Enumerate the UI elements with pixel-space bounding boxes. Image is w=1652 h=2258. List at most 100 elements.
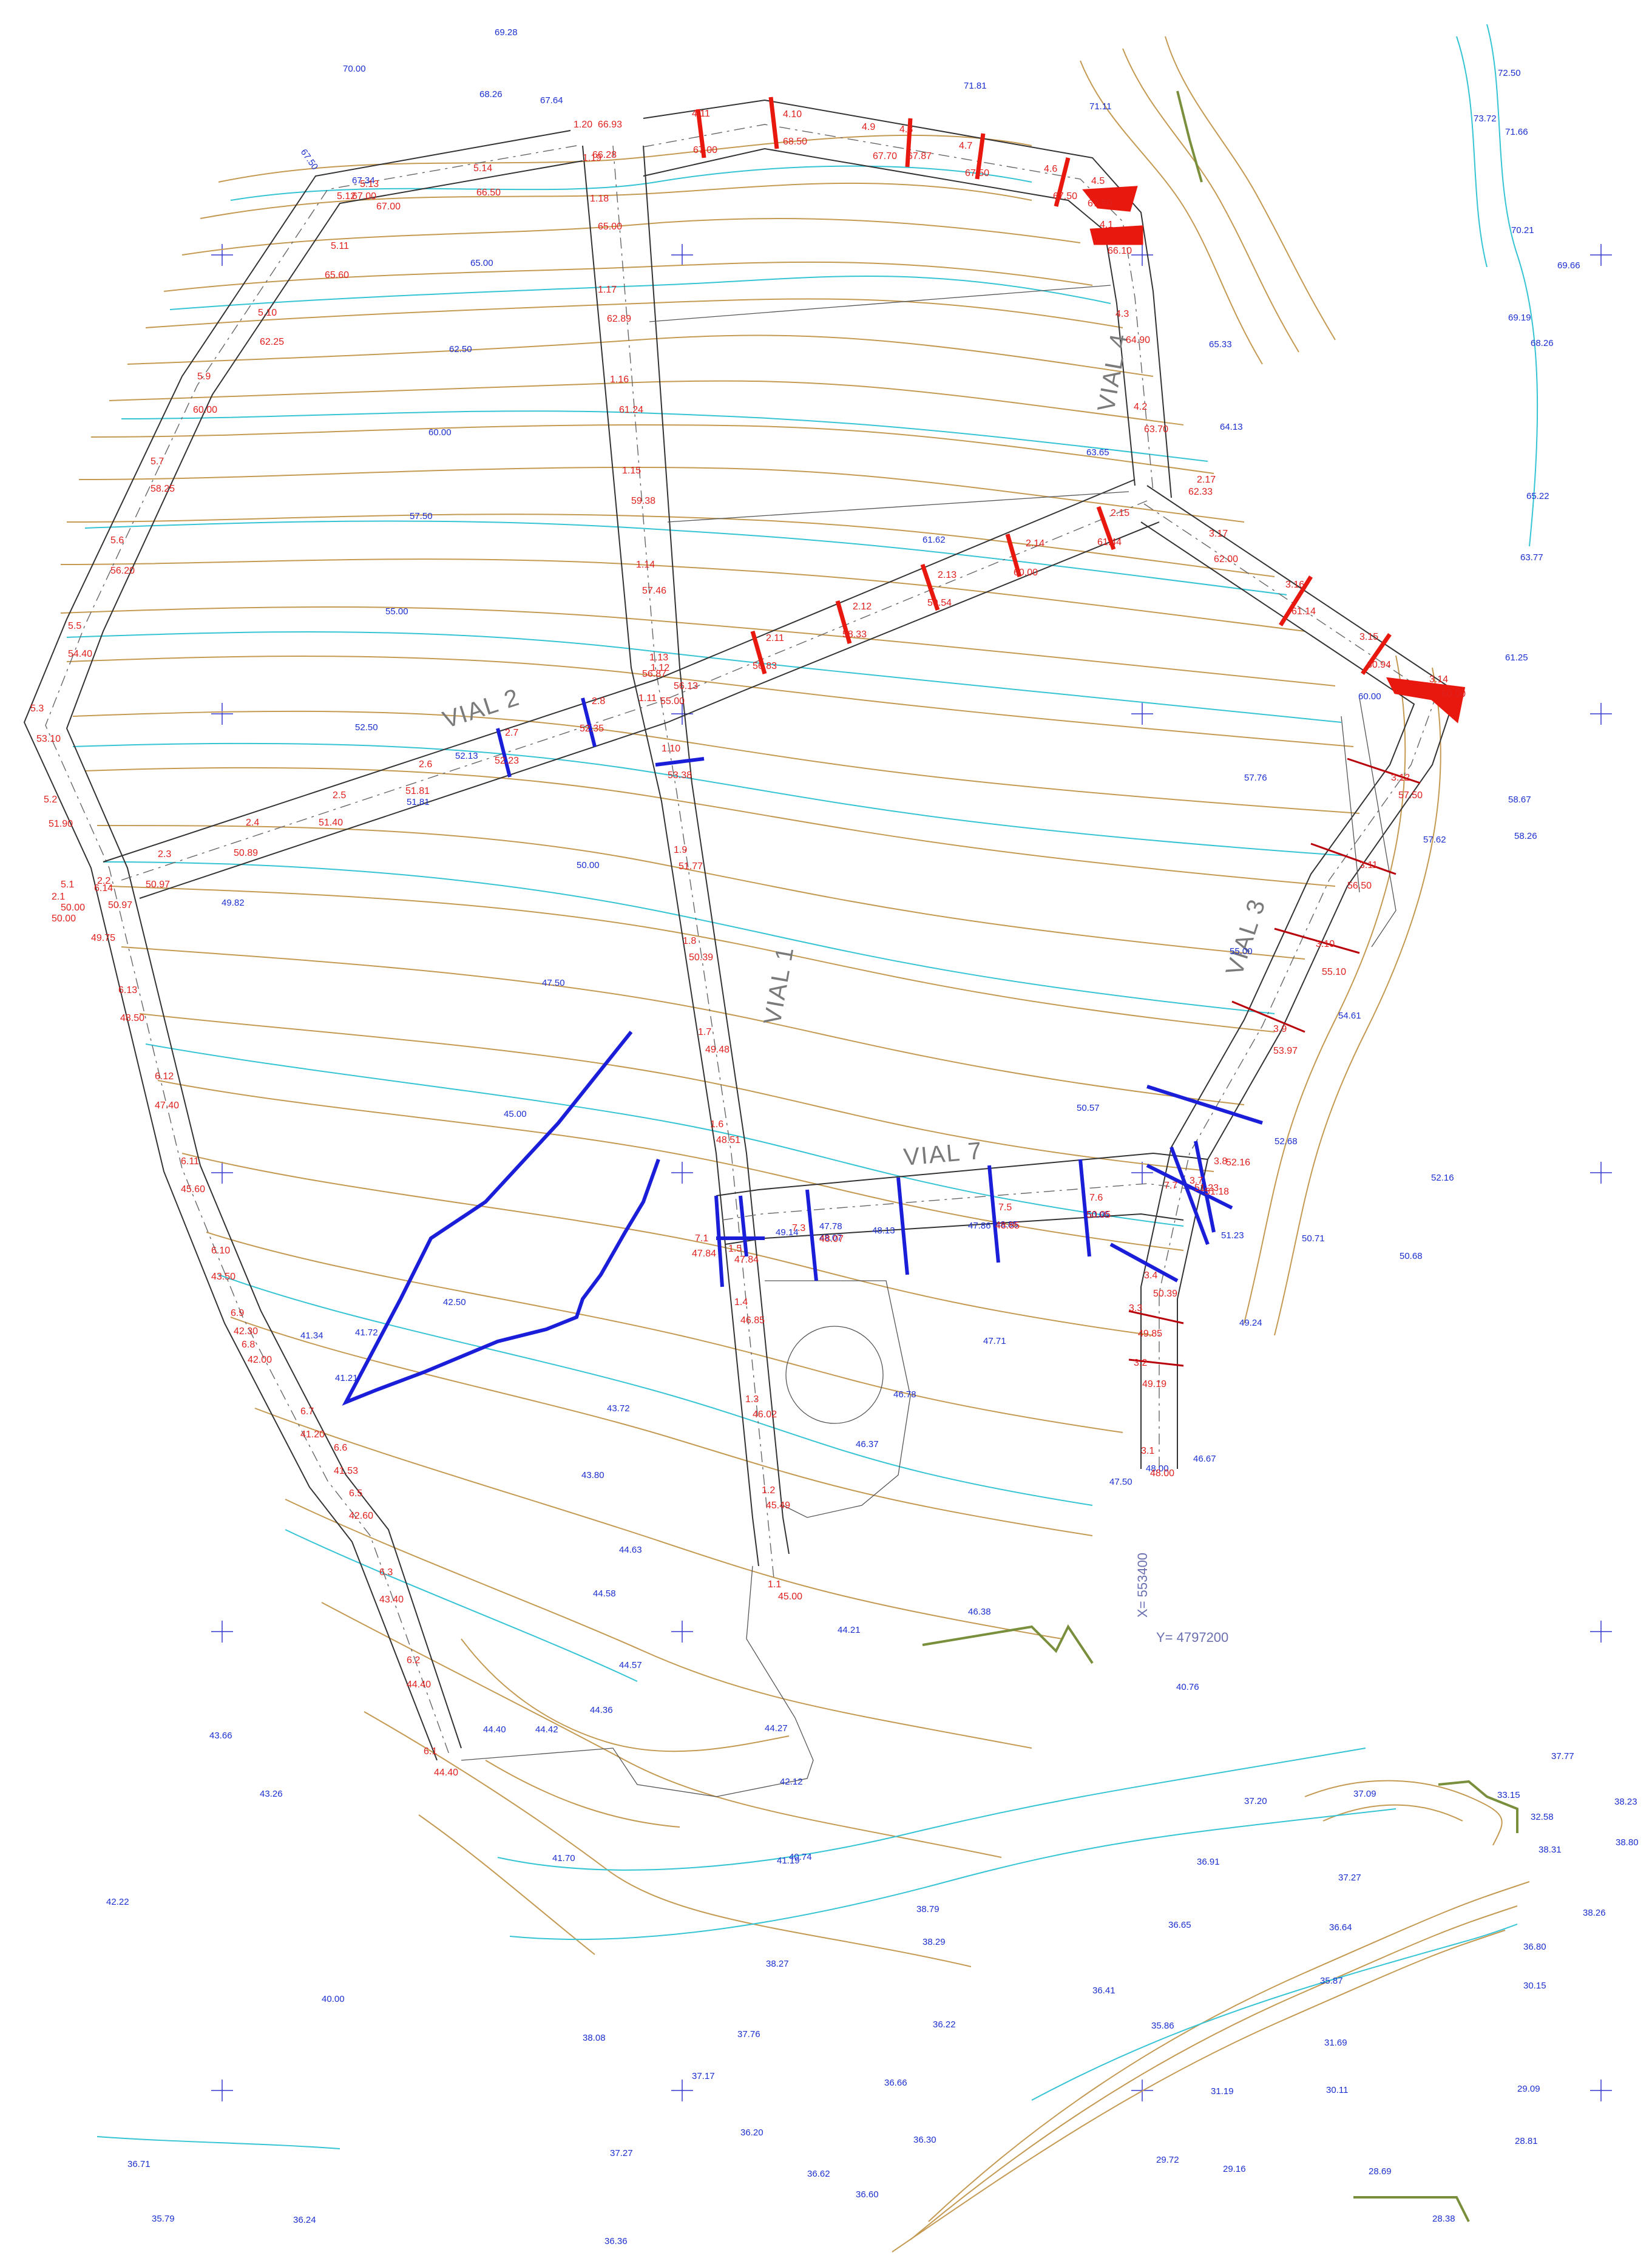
spot-elevation: 40.00 (322, 1994, 345, 2004)
spot-elevation: 49.82 (222, 898, 245, 908)
red-cross-section (1361, 633, 1392, 675)
vial-2-north-edge (103, 479, 1136, 863)
spot-elevation: 36.62 (807, 2169, 830, 2179)
svg-text:2.2: 2.2 (97, 876, 110, 886)
spot-elevation: 38.08 (583, 2033, 606, 2043)
svg-text:5.11: 5.11 (331, 241, 349, 251)
profile-label: 5.353.10 (30, 704, 61, 744)
svg-text:4.5: 4.5 (1091, 176, 1105, 186)
spot-elevation: 70.00 (343, 64, 366, 74)
profile-label: 4.667.50 (1044, 164, 1077, 202)
blue-cross-section (1146, 1085, 1263, 1125)
index-contour (103, 861, 1275, 1014)
svg-text:6.11: 6.11 (181, 1156, 199, 1167)
svg-text:62.89: 62.89 (607, 314, 631, 324)
spot-elevation: 37.77 (1551, 1751, 1574, 1761)
spot-elevation: 30.11 (1326, 2085, 1348, 2095)
svg-text:1.12: 1.12 (651, 663, 669, 673)
contour-line (90, 424, 1214, 474)
spot-elevation: 31.69 (1324, 2038, 1347, 2048)
vial-5-outer-edge (23, 130, 571, 1761)
spot-elevation: 32.58 (1531, 1812, 1554, 1822)
svg-text:1.3: 1.3 (745, 1394, 759, 1405)
x-coordinate-label: X= 553400 (1135, 1553, 1150, 1618)
blue-cross-section (805, 1189, 818, 1281)
profile-label: 3.349.85 (1129, 1303, 1162, 1339)
spot-elevation: 36.66 (884, 2078, 907, 2088)
svg-text:67.00: 67.00 (352, 191, 376, 202)
grid-cross (1590, 703, 1612, 725)
svg-text:41.53: 41.53 (334, 1466, 358, 1476)
svg-text:2.7: 2.7 (505, 728, 518, 738)
svg-text:6.1: 6.1 (424, 1746, 437, 1757)
spot-elevation: 37.76 (737, 2029, 760, 2039)
grid-cross (1590, 2080, 1612, 2101)
spot-elevation: 52.68 (1275, 1136, 1298, 1147)
contour-line (364, 1711, 972, 1967)
svg-text:4.2: 4.2 (1134, 402, 1147, 412)
profile-label: 2.350.97 (146, 849, 171, 890)
svg-text:67.50: 67.50 (1088, 198, 1112, 209)
svg-text:43.40: 43.40 (379, 1595, 404, 1605)
spot-elevation: 41.72 (355, 1327, 378, 1338)
blue-cross-section (1078, 1159, 1091, 1257)
spot-elevation: 58.26 (1514, 831, 1537, 841)
green-features (922, 90, 1518, 2222)
svg-text:1.20: 1.20 (574, 120, 592, 130)
svg-text:60.00: 60.00 (1441, 689, 1466, 699)
profile-label: 3.751.18 (1190, 1176, 1229, 1197)
spot-elevation: 38.23 (1614, 1797, 1637, 1807)
svg-text:56.83: 56.83 (753, 661, 777, 671)
svg-text:65.60: 65.60 (325, 270, 349, 280)
grid-cross (1131, 1162, 1153, 1184)
spot-elevation: 36.64 (1329, 1922, 1352, 1933)
svg-text:6.7: 6.7 (300, 1406, 314, 1417)
spot-elevation: 54.61 (1338, 1011, 1361, 1021)
profile-label: 4.364.90 (1115, 309, 1150, 345)
red-thin-cross-section (1310, 843, 1396, 875)
svg-text:48.50: 48.50 (120, 1013, 144, 1023)
svg-text:4.8: 4.8 (899, 124, 913, 135)
svg-text:45.00: 45.00 (778, 1592, 802, 1602)
road-link (667, 491, 1129, 523)
spot-elevation: 36.22 (933, 2019, 956, 2030)
vial-4-axis (643, 124, 1154, 492)
spot-elevation: 57.50 (410, 511, 433, 521)
svg-text:3.16: 3.16 (1285, 580, 1304, 590)
svg-text:47.40: 47.40 (155, 1100, 179, 1111)
spot-elevation: 47.86 (968, 1221, 991, 1231)
blue-cross-section (655, 757, 705, 767)
spot-elevation: 48.13 (872, 1226, 895, 1236)
spot-elevation: 43.72 (607, 1403, 630, 1414)
spot-elevation: 29.09 (1517, 2084, 1540, 2094)
road-link (1341, 716, 1360, 893)
red-profiles (696, 97, 1466, 724)
svg-text:60.00: 60.00 (1014, 568, 1038, 578)
svg-text:1.6: 1.6 (710, 1119, 723, 1130)
svg-text:6.8: 6.8 (242, 1340, 255, 1350)
vial-7-axis (722, 1183, 1196, 1221)
svg-text:66.93: 66.93 (598, 120, 622, 130)
svg-text:50.00: 50.00 (52, 914, 76, 924)
profile-label: 7.650.05 (1086, 1193, 1111, 1220)
svg-text:61.44: 61.44 (1097, 537, 1122, 548)
spot-elevation: 37.27 (610, 2148, 633, 2158)
grid-cross (671, 1162, 693, 1184)
red-cross-section (1096, 506, 1116, 551)
spot-elevation: 71.81 (964, 81, 987, 91)
svg-text:3.11: 3.11 (1359, 860, 1378, 870)
spot-elevation: 50.68 (1400, 1251, 1423, 1261)
profile-label: 1.850.39 (683, 936, 713, 963)
svg-text:1.19: 1.19 (583, 153, 601, 163)
spot-elevation: 50.05 (1086, 1210, 1109, 1220)
red-thin-cross-section (1128, 1310, 1184, 1324)
spot-elevation: 28.38 (1432, 2214, 1455, 2224)
vial-7-north-edge (716, 1152, 1208, 1196)
contour-line (1322, 1804, 1463, 1822)
contour-line (163, 261, 1093, 292)
contour-line (206, 1232, 1123, 1433)
